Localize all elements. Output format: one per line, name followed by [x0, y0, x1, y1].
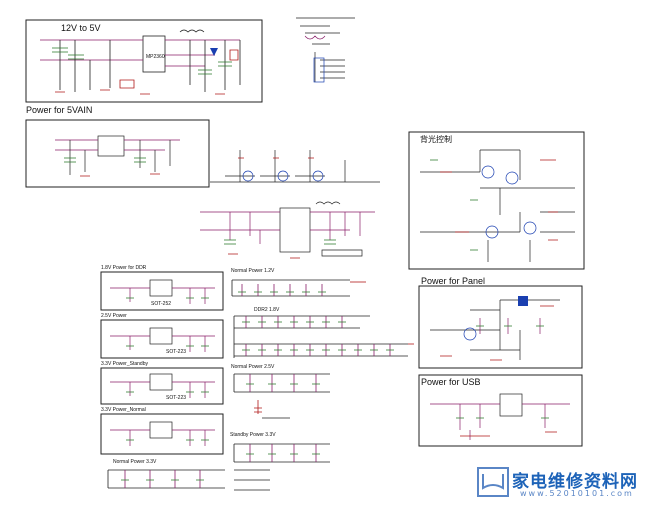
ldo-pkg-3: SOT-223 [166, 395, 187, 401]
block-12v-5v [40, 29, 241, 95]
usb-circuits [430, 393, 570, 440]
rail-normal-25-label: Normal Power 2.5V [231, 364, 275, 370]
block-connector [296, 17, 355, 83]
mp2360-ic [142, 35, 166, 73]
rail-normal-25 [233, 373, 330, 419]
frame-ldo-4 [100, 413, 224, 455]
ldo-title-4: 3.3V Power_Normal [101, 407, 146, 413]
ldo-title-1: 1.8V Power for DDR [101, 265, 147, 271]
ldo-circuits [110, 279, 215, 446]
ldo-pkg-1: SOT-252 [151, 301, 172, 307]
frame-ldo-3 [100, 367, 224, 405]
ldo-title-2: 2.5V Power [101, 313, 127, 319]
frame-12v-to-5v [25, 19, 263, 103]
rail-ddr2-18-label: DDR2 1.8V [254, 307, 280, 313]
panel-circuits [430, 296, 560, 361]
title-panel: Power for Panel [421, 276, 486, 286]
ic-mp2360-label: MP2360 [146, 54, 165, 60]
rail-normal-33-label: Normal Power 3.3V [113, 459, 157, 465]
title-12v-to-5v: 12V to 5V [61, 23, 101, 33]
rail-normal-12-label: Normal Power 1.2V [231, 268, 275, 274]
title-backlight: 背光控制 [420, 135, 452, 144]
frame-ldo-2 [100, 319, 224, 359]
frame-ldo-1 [100, 271, 224, 311]
watermark-logo-icon [477, 467, 509, 497]
backlight-circuits [420, 149, 575, 262]
block-center-control [210, 150, 380, 183]
block-5vain [55, 135, 180, 177]
title-usb: Power for USB [421, 377, 481, 387]
watermark: 家电维修资料网 www.52010101.com [476, 466, 646, 502]
ldo-pkg-2: SOT-223 [166, 349, 187, 355]
block-center-dcdc [200, 201, 375, 259]
watermark-url: www.52010101.com [520, 489, 634, 498]
title-5vain: Power for 5VAIN [26, 105, 93, 115]
rail-normal-33 [107, 469, 225, 489]
frame-5vain [25, 119, 210, 188]
watermark-text: 家电维修资料网 [512, 472, 638, 492]
frame-usb [418, 374, 583, 447]
ldo-title-3: 3.3V Power_Standby [101, 361, 148, 367]
rail-standby-33 [233, 443, 330, 491]
frame-panel [418, 285, 583, 369]
frame-backlight [408, 131, 585, 270]
rail-normal-12 [231, 279, 366, 297]
rail-standby-33-label: Standby Power 3.3V [230, 432, 276, 438]
rail-ddr2-18 [233, 315, 414, 358]
